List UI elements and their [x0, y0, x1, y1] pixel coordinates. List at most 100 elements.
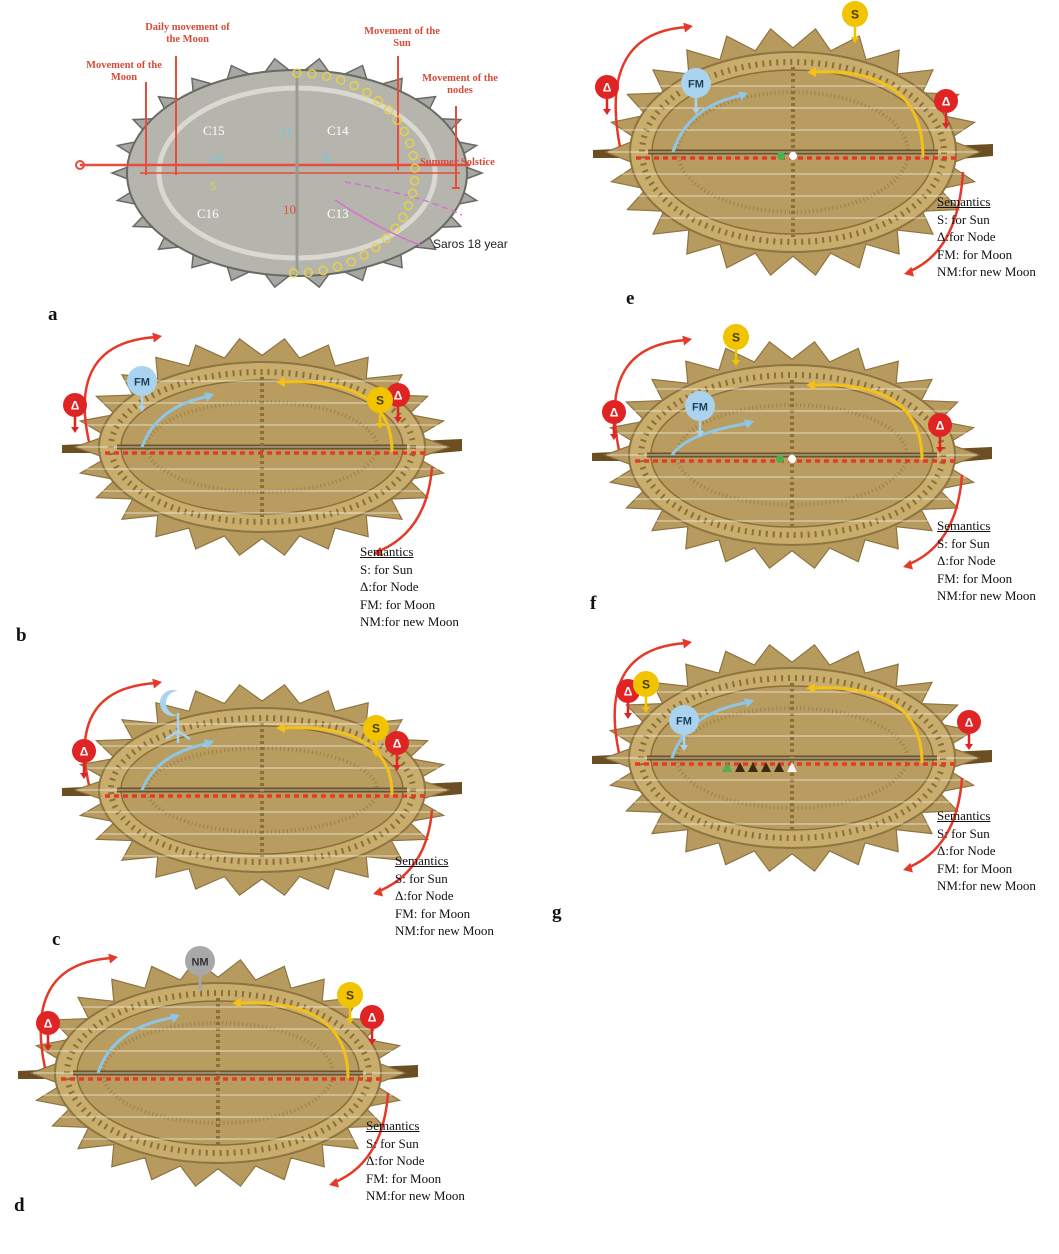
- full-moon-marker-tip: [138, 406, 146, 412]
- legend-d: Semantics S: for Sun Δ:for Node FM: for …: [366, 1117, 465, 1205]
- panel-a-num-9: 10: [283, 202, 296, 217]
- full-moon-marker-tip: [680, 745, 688, 751]
- panel-a-dot: [403, 200, 414, 211]
- white-dot: [789, 152, 797, 160]
- legend-sun: S: for Sun: [937, 535, 990, 551]
- panel-a-dot: [303, 267, 314, 278]
- legend-new-moon: NM:for new Moon: [937, 264, 1036, 279]
- label-solstice: Summer Solstice: [420, 157, 495, 168]
- node-marker-2-head: [957, 710, 981, 734]
- legend-moon: FM: for Moon: [937, 860, 1013, 876]
- sun-orbit-arc: [811, 686, 924, 764]
- legend-title: Semantics: [395, 853, 449, 868]
- full-moon-marker-head: [669, 705, 699, 735]
- node-arc-right: [376, 809, 434, 894]
- sun-marker: S: [842, 1, 868, 43]
- green-triangle: [722, 762, 732, 772]
- node-arc-left-head: [108, 953, 118, 964]
- sun-marker-label: S: [376, 394, 384, 408]
- legend-node: Δ:for Node: [937, 553, 996, 568]
- node-arc-left: [613, 641, 688, 754]
- panel-a-dot: [373, 95, 384, 106]
- node-marker-2: Δ: [385, 731, 409, 771]
- sun-marker-tip: [346, 1018, 354, 1024]
- legend-title: Semantics: [366, 1118, 420, 1133]
- full-moon-marker: FM: [669, 705, 699, 751]
- node-marker-2: Δ: [928, 413, 952, 453]
- node-marker-1: Δ: [595, 75, 619, 115]
- crescent-moon-icon: [160, 690, 178, 716]
- node-arc-left-head: [682, 638, 692, 649]
- panel-a-dot: [390, 223, 401, 234]
- full-moon-marker: FM: [127, 366, 157, 412]
- node-marker-1-head: [72, 739, 96, 763]
- sun-marker: S: [633, 671, 659, 713]
- node-arc-right: [376, 466, 434, 554]
- node-marker-1-tip: [71, 427, 79, 433]
- label-moon-movement: Movement of the Moon: [86, 60, 162, 83]
- panel-a-num-8: 5: [210, 179, 216, 193]
- full-moon-marker-head: [685, 391, 715, 421]
- panel-a-dot: [288, 268, 299, 278]
- panel-a-dot: [381, 233, 392, 244]
- label-saros: Saros 18 year: [433, 237, 508, 251]
- label-daily-moon: Daily movement of the Moon: [145, 22, 230, 45]
- panel-a-dot: [399, 126, 410, 137]
- node-arc-right-head: [329, 1177, 339, 1188]
- label-sun-movement: Movement of the Sun: [364, 26, 440, 49]
- node-arc-left: [83, 335, 158, 443]
- node-marker-1-head: [602, 400, 626, 424]
- legend-moon: FM: for Moon: [360, 596, 436, 612]
- legend-sun: S: for Sun: [360, 561, 413, 577]
- panel-a-dot: [349, 80, 360, 91]
- panel-a-dot: [407, 188, 418, 199]
- node-marker-1-label: Δ: [603, 81, 612, 95]
- panel-a-dot: [409, 176, 420, 186]
- node-marker-2-head: [928, 413, 952, 437]
- node-arc-left: [613, 338, 688, 451]
- legend-sun: S: for Sun: [937, 825, 990, 841]
- node-marker-1: Δ: [63, 393, 87, 433]
- sun-marker-tip: [732, 360, 740, 366]
- node-marker-1-tip: [44, 1045, 52, 1051]
- sun-marker-head: [633, 671, 659, 697]
- panel-a-dot: [321, 71, 332, 81]
- panel-a-axis-end: [75, 160, 85, 170]
- legend-node: Δ:for Node: [937, 229, 996, 244]
- full-moon-marker: FM: [681, 68, 711, 114]
- sun-marker-tip: [372, 751, 380, 757]
- legend-new-moon: NM:for new Moon: [395, 923, 494, 938]
- legend-new-moon: NM:for new Moon: [366, 1188, 465, 1203]
- moon-orbit-arc: [670, 421, 751, 456]
- dark-triangle: [761, 762, 771, 772]
- panel-a-num-4: 10: [210, 151, 223, 166]
- panel-d-letter: d: [14, 1195, 25, 1216]
- legend-sun: S: for Sun: [366, 1135, 419, 1151]
- node-marker-2: Δ: [934, 89, 958, 129]
- legend-g: Semantics S: for Sun Δ:for Node FM: for …: [937, 807, 1036, 895]
- legend-title: Semantics: [937, 808, 991, 823]
- sun-orbit-arrowhead: [232, 998, 241, 1008]
- full-moon-marker-label: FM: [692, 402, 708, 414]
- sun-marker-tip: [642, 707, 650, 713]
- node-marker-2-head: [360, 1005, 384, 1029]
- node-marker-2-tip: [393, 765, 401, 771]
- sun-marker-label: S: [346, 989, 354, 1003]
- legend-title: Semantics: [360, 544, 414, 559]
- sun-orbit-arrowhead: [806, 380, 815, 390]
- panel-a-num-7: C13: [327, 206, 349, 221]
- node-arc-right-head: [904, 266, 914, 277]
- node-marker-2: Δ: [957, 710, 981, 750]
- node-marker-1: Δ: [72, 739, 96, 779]
- panel-a-num-6: C16: [197, 206, 219, 221]
- sun-orbit-arc: [812, 70, 925, 158]
- sun-marker-label: S: [732, 331, 740, 345]
- legend-new-moon: NM:for new Moon: [937, 878, 1036, 893]
- dark-triangle: [787, 762, 797, 772]
- panel-a-num-2: 11: [280, 125, 293, 140]
